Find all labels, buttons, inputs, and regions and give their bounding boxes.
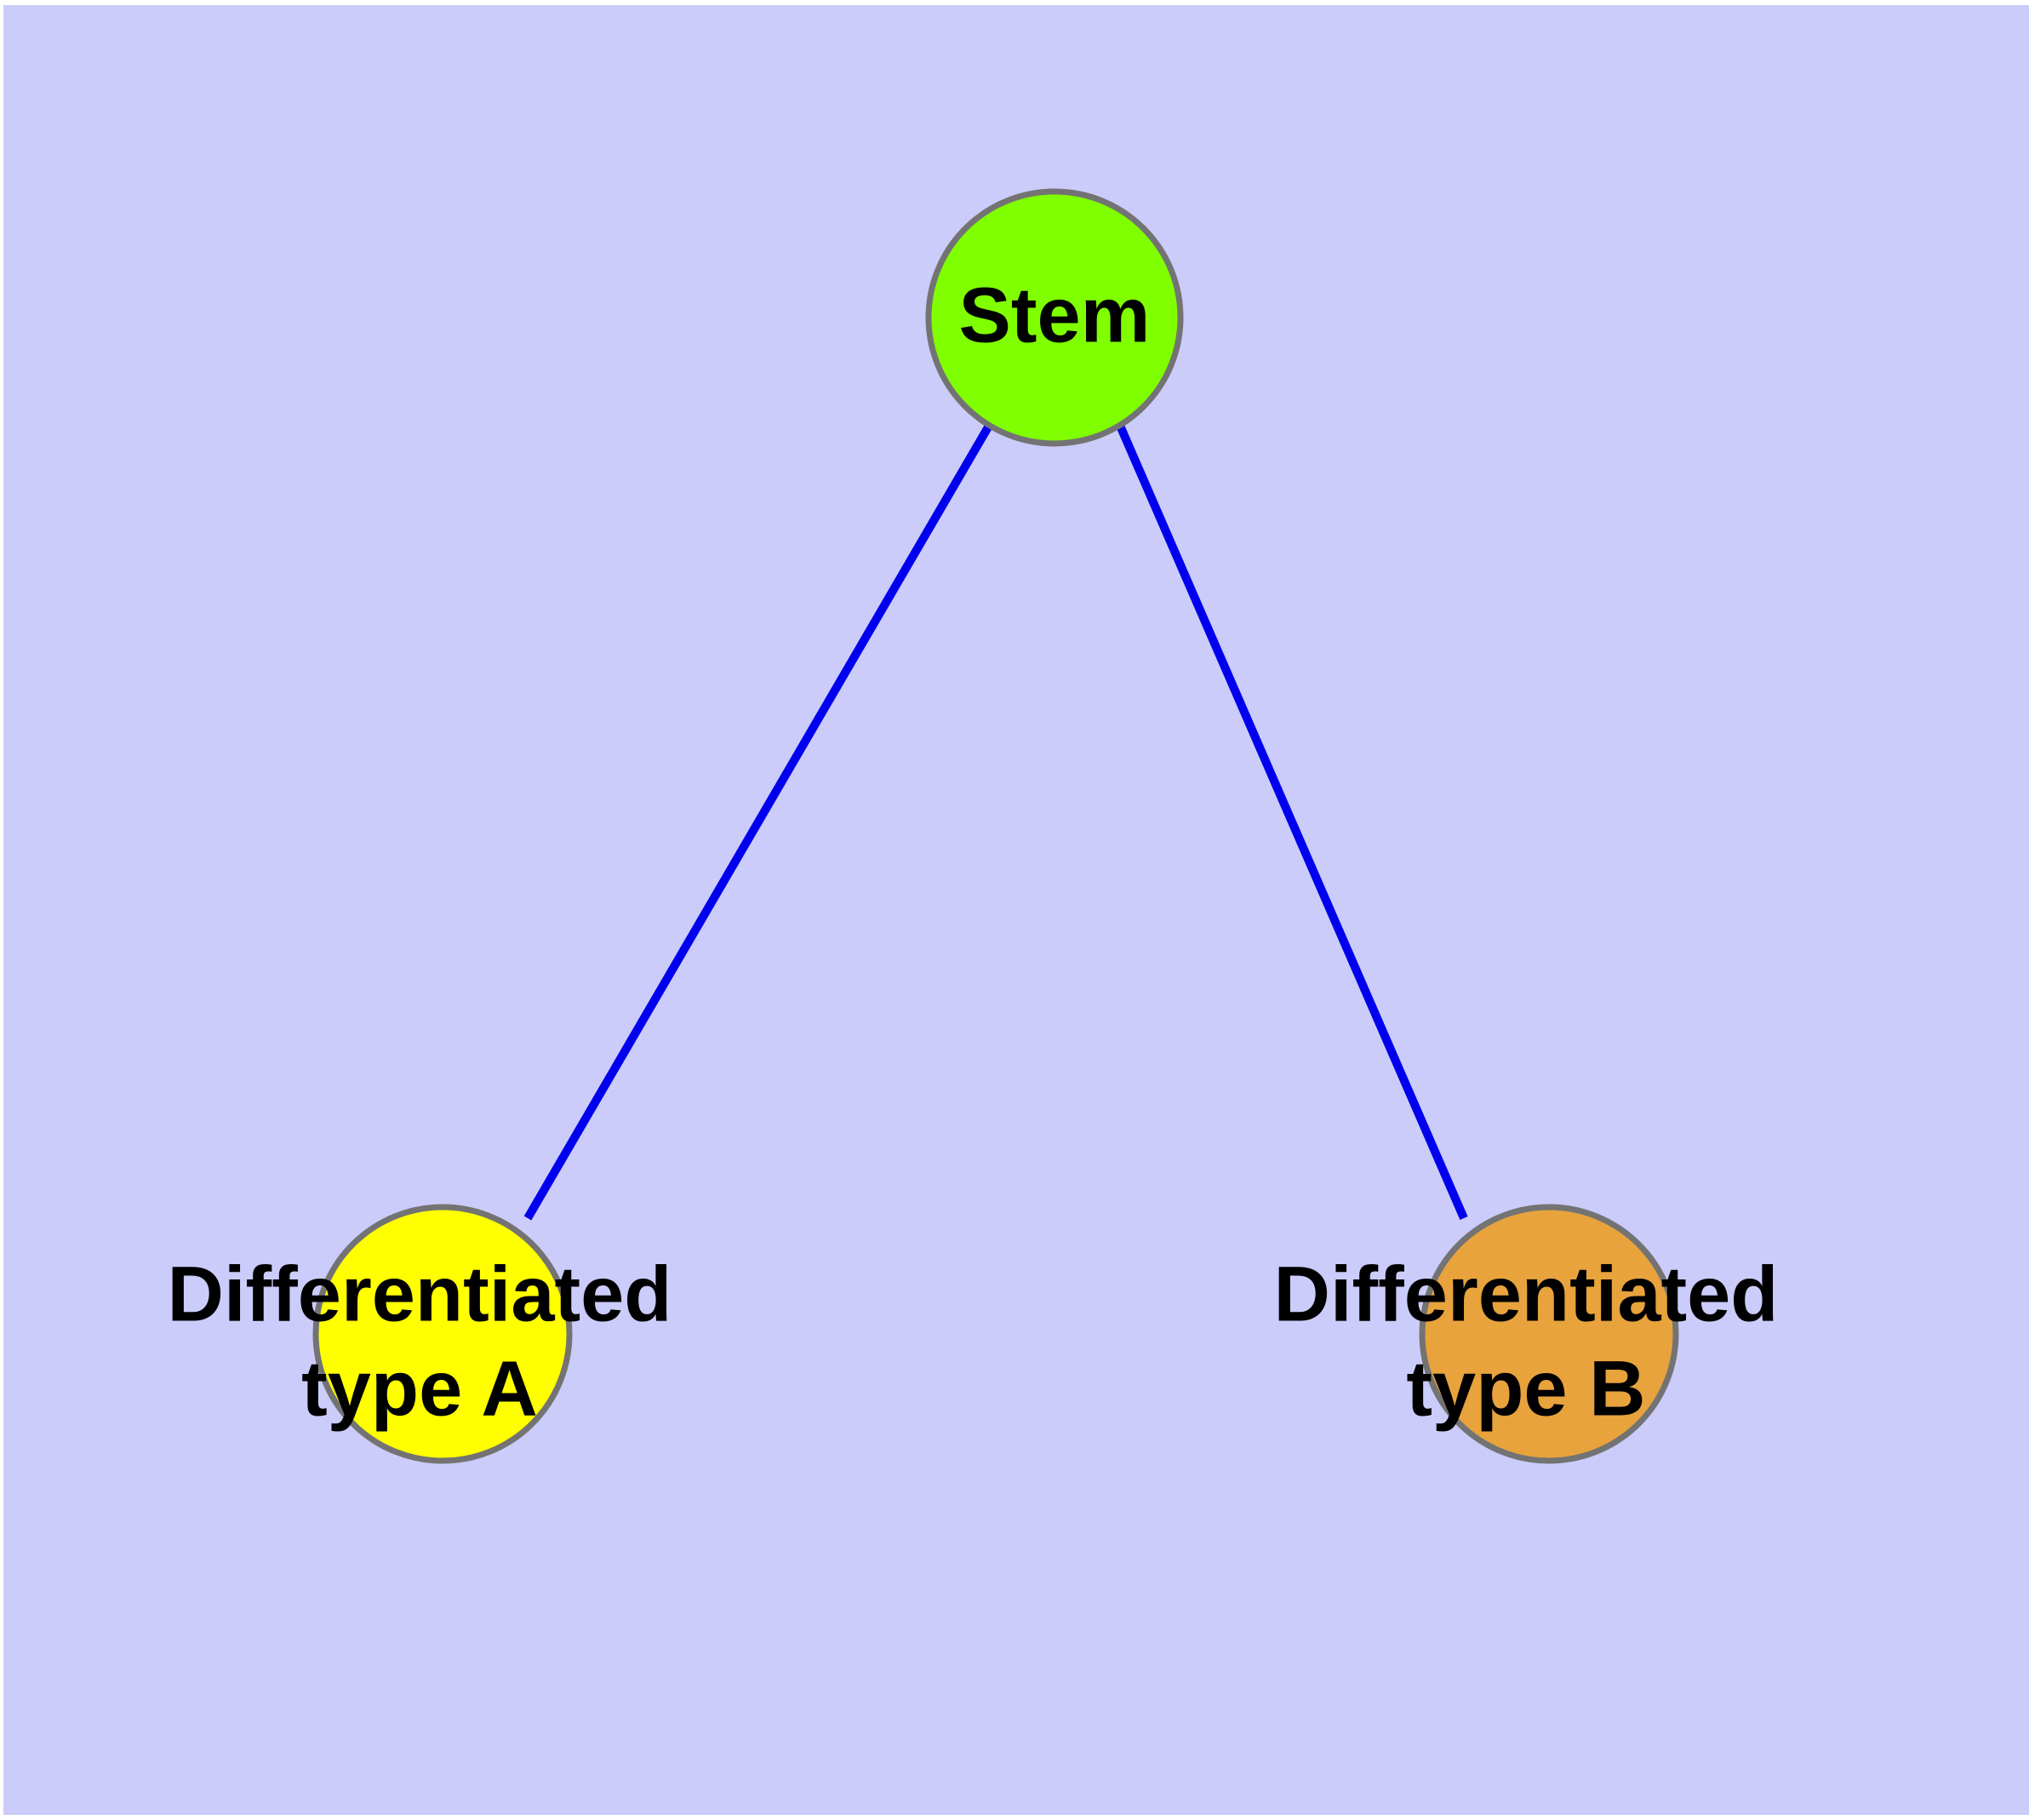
- node-differentiated-type-b-label-line2: type B: [1406, 1345, 1645, 1432]
- node-differentiated-type-b-label-line1: Differentiated: [1274, 1251, 1779, 1337]
- edge-stem-to-differentiated-type-b[interactable]: [1116, 424, 1468, 1220]
- node-differentiated-type-b[interactable]: Differentiated type B: [1274, 1204, 1779, 1464]
- node-differentiated-type-a-label-line1: Differentiated: [168, 1251, 672, 1337]
- node-stem[interactable]: Stem: [925, 188, 1184, 447]
- node-differentiated-type-b-circle[interactable]: [1419, 1204, 1679, 1464]
- node-stem-circle[interactable]: [925, 188, 1184, 447]
- node-stem-label: Stem: [959, 272, 1151, 358]
- node-differentiated-type-a-circle[interactable]: [312, 1204, 573, 1464]
- node-differentiated-type-a-label-line2: type A: [301, 1345, 538, 1432]
- edge-stem-to-differentiated-type-a[interactable]: [523, 423, 993, 1221]
- node-differentiated-type-a[interactable]: Differentiated type A: [168, 1204, 672, 1464]
- edge-layer: [523, 423, 1468, 1221]
